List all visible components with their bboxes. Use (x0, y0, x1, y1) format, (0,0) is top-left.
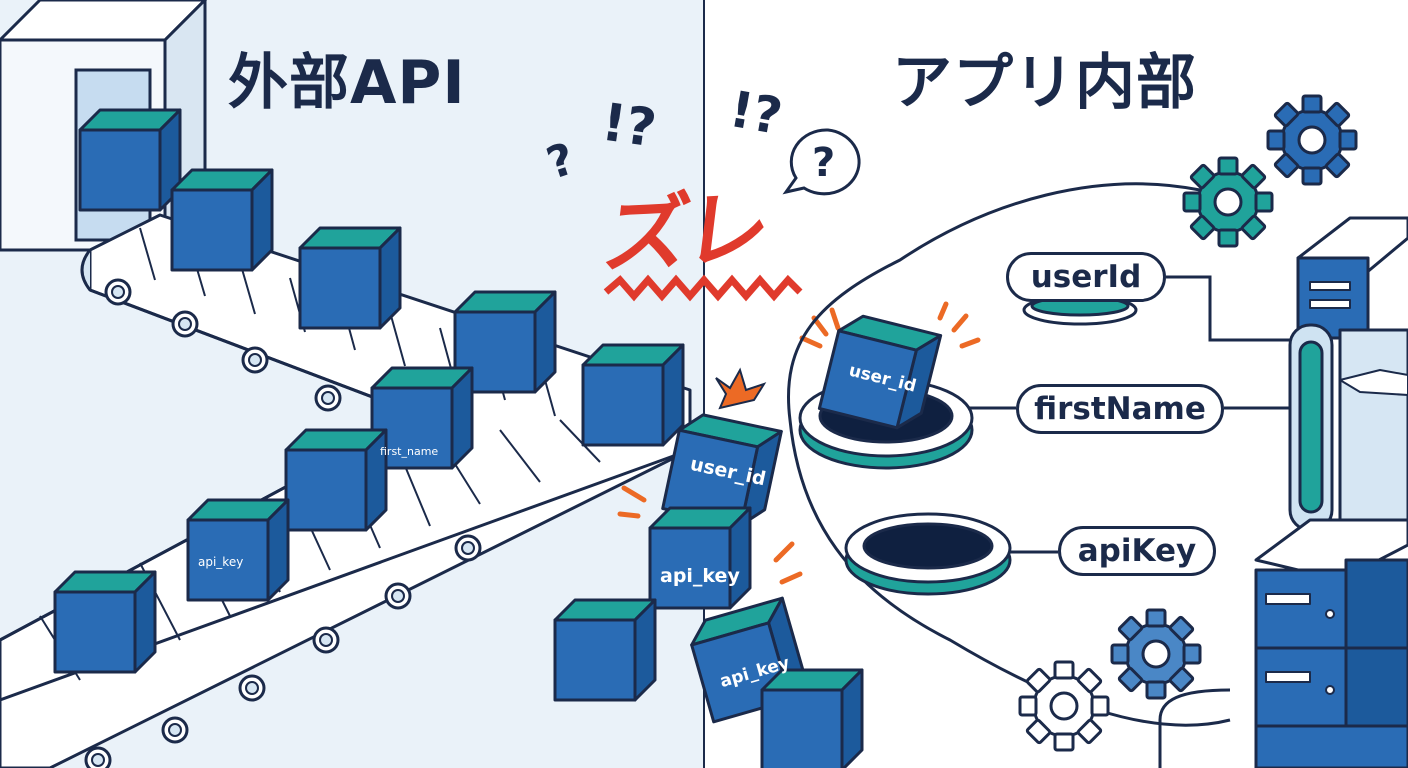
falling-cubes: user_id api_key api_key (553, 409, 864, 768)
belt-cubes: first_name api_key (53, 108, 685, 674)
external-api-heading: 外部API (228, 48, 466, 118)
exclamation-question: !? (598, 92, 660, 160)
belt-cube (170, 168, 274, 272)
connectors (962, 275, 1300, 554)
zigzag-line (603, 274, 803, 302)
exclamation-question: !? (725, 79, 787, 147)
speech-bubble-icon (782, 128, 861, 196)
cube-label-api-key: api_key (198, 555, 243, 569)
belt-cube (78, 108, 182, 212)
belt-cube (581, 343, 685, 447)
slot-icon-empty (844, 512, 1012, 596)
field-label-apikey: apiKey (1058, 526, 1216, 576)
belt-cube (284, 428, 388, 532)
pile-cube (760, 668, 864, 768)
server-icon (1254, 216, 1408, 768)
field-label-userid: userId (1006, 252, 1166, 302)
field-label-firstname: firstName (1016, 384, 1224, 434)
question-mark-in-bubble: ? (812, 140, 836, 186)
belt-cube (53, 570, 157, 674)
cube-label-first-name: first_name (380, 445, 438, 458)
cube-label-api-key-falling: api_key (660, 565, 740, 587)
slot-icon-occupied: user_id (798, 309, 974, 470)
belt-cube (298, 226, 402, 330)
mismatch-label: ズレ (598, 178, 772, 286)
falling-cube-api-key (648, 506, 752, 610)
app-internal-heading: アプリ内部 (892, 48, 1197, 118)
pile-cube (553, 598, 657, 702)
impact-lines (617, 301, 981, 585)
burst-icon (715, 367, 767, 410)
belt-cube-api-key (186, 498, 290, 602)
